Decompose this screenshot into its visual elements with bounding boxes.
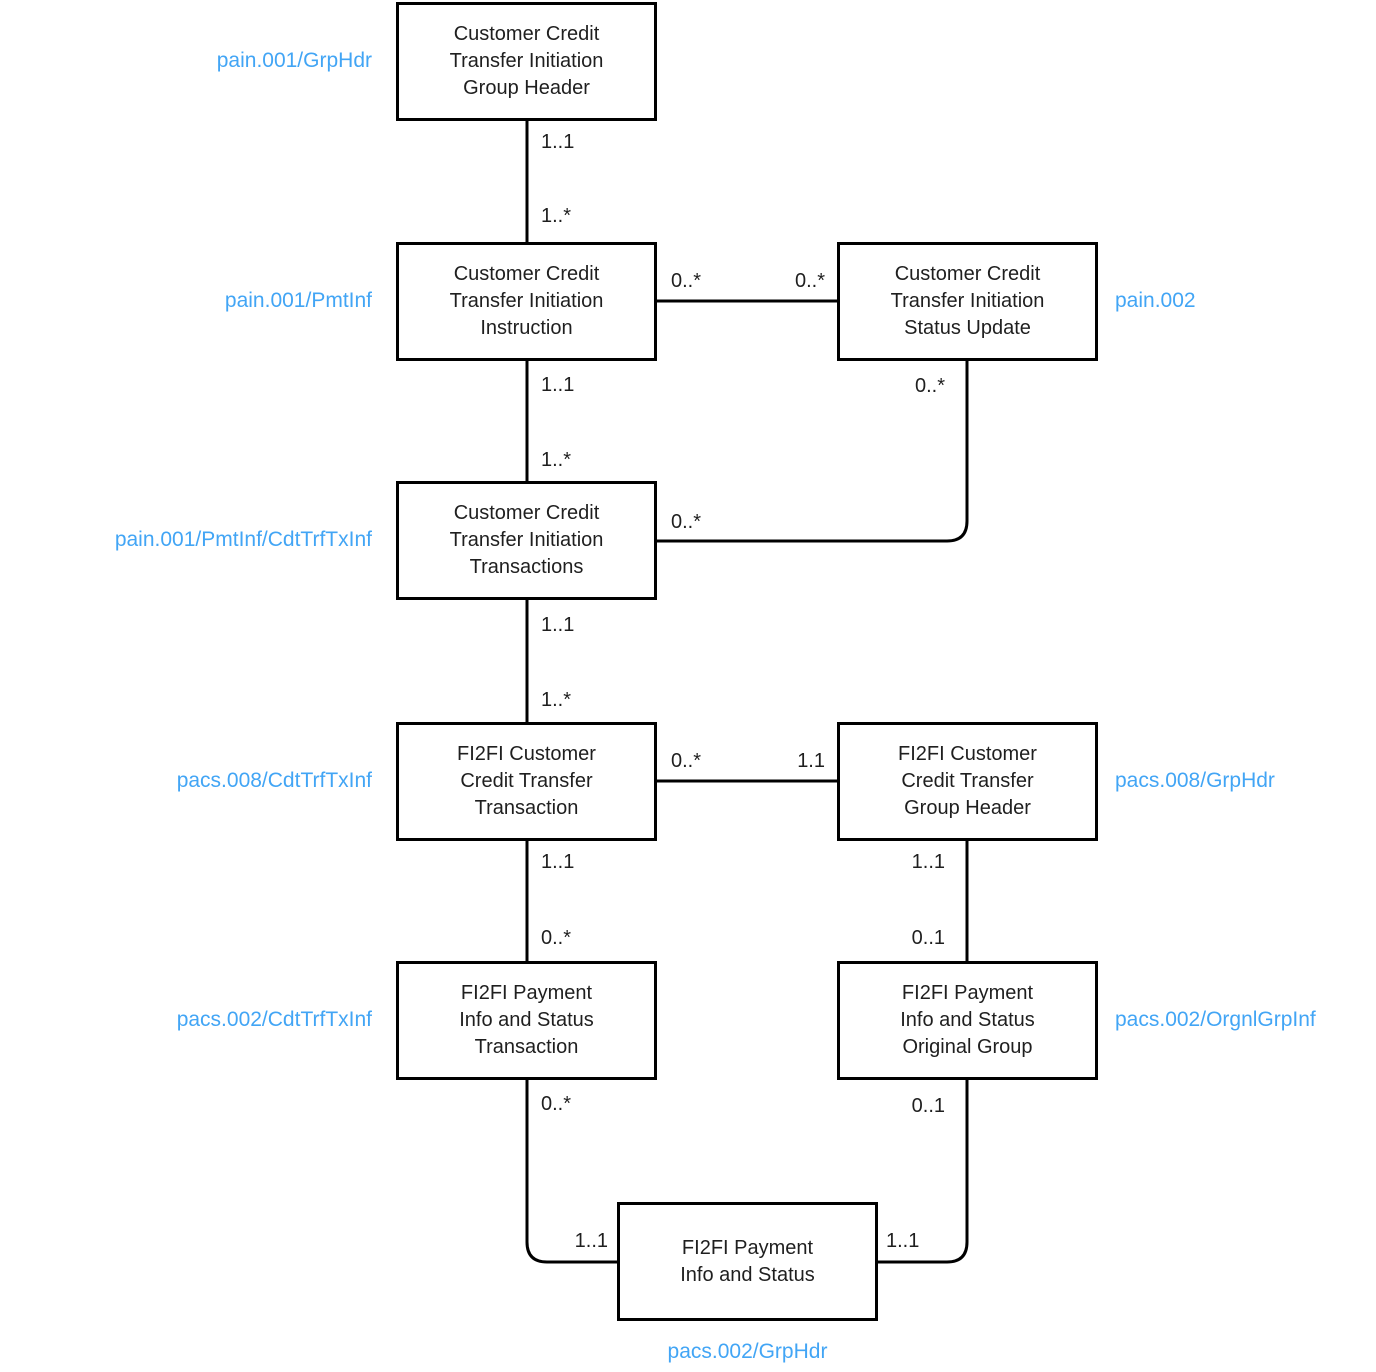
node-text-line: Info and Status [900, 1009, 1035, 1031]
cardinality-label: 0..* [914, 375, 945, 397]
node-text-line: Transaction [474, 1036, 579, 1058]
node-pacs002-grphdr: FI2FI Payment Info and Status [617, 1202, 878, 1321]
cardinality-label: 1..1 [886, 1230, 920, 1252]
cardinality-label: 1..1 [911, 851, 945, 873]
cardinality-label: 0..* [541, 927, 572, 949]
node-text-line: Credit Transfer [460, 770, 593, 792]
cardinality-label: 0..1 [911, 1095, 945, 1117]
node-text-line: Status Update [904, 317, 1031, 339]
cardinality-label: 0..* [671, 750, 702, 772]
node-pain001-pmtinf: Customer Credit Transfer Initiation Inst… [396, 242, 657, 361]
cardinality-label: 0..1 [911, 927, 945, 949]
node-text-line: Original Group [902, 1036, 1033, 1058]
cardinality-label: 1..1 [541, 374, 575, 396]
node-text-line: FI2FI Customer [457, 743, 596, 765]
cardinality-label: 0..* [671, 511, 702, 533]
node-text-line: FI2FI Payment [901, 982, 1034, 1004]
node-pacs008-grphdr: FI2FI Customer Credit Transfer Group Hea… [837, 722, 1098, 841]
node-text-line: Info and Status [459, 1009, 594, 1031]
node-text-line: Transfer Initiation [890, 290, 1045, 312]
cardinality-label: 1..1 [541, 614, 575, 636]
node-text-line: Transaction [474, 797, 579, 819]
tag-pacs002-orgnlgrpinf: pacs.002/OrgnlGrpInf [1115, 1008, 1316, 1031]
node-text-line: Transfer Initiation [449, 529, 604, 551]
node-text-line: Transfer Initiation [449, 290, 604, 312]
node-pacs008-transaction: FI2FI Customer Credit Transfer Transacti… [396, 722, 657, 841]
node-pacs002-orgnlgrp: FI2FI Payment Info and Status Original G… [837, 961, 1098, 1080]
node-text-line: FI2FI Payment [460, 982, 593, 1004]
cardinality-label: 1.1 [797, 750, 825, 772]
tag-pain001-grphdr: pain.001/GrpHdr [216, 49, 372, 72]
tag-pacs008-cdttrftxinf: pacs.008/CdtTrfTxInf [176, 769, 372, 792]
edge-statusupdate-to-transactions-line [657, 361, 969, 543]
node-pacs002-transaction: FI2FI Payment Info and Status Transactio… [396, 961, 657, 1080]
edge-orgnlgrp-to-pmtstatus-line [877, 1080, 969, 1264]
cardinality-label: 1..1 [574, 1230, 608, 1252]
cardinality-label: 1..* [541, 449, 572, 471]
node-pain001-grphdr: Customer Credit Transfer Initiation Grou… [396, 2, 657, 121]
node-text-line: Info and Status [680, 1263, 815, 1286]
node-text-line: FI2FI Payment [681, 1236, 814, 1259]
node-text-line: Credit Transfer [901, 770, 1034, 792]
tag-pain002: pain.002 [1115, 289, 1196, 312]
cardinality-label: 0..* [541, 1093, 572, 1115]
cardinality-label: 0..* [671, 270, 702, 292]
node-pain002-status-update: Customer Credit Transfer Initiation Stat… [837, 242, 1098, 361]
node-text-line: Instruction [480, 317, 573, 339]
node-text-line: FI2FI Customer [898, 743, 1037, 765]
cardinality-label: 1..1 [541, 131, 575, 153]
tag-pacs002-grphdr: pacs.002/GrpHdr [667, 1340, 828, 1363]
node-text-line: Customer Credit [453, 23, 600, 45]
cardinality-label: 1..* [541, 205, 572, 227]
node-text-line: Transfer Initiation [449, 50, 604, 72]
node-text-line: Group Header [904, 797, 1031, 819]
cardinality-label: 0..* [794, 270, 825, 292]
node-pain001-transactions: Customer Credit Transfer Initiation Tran… [396, 481, 657, 600]
node-text-line: Transactions [469, 556, 584, 578]
tag-pacs002-cdttrftxinf: pacs.002/CdtTrfTxInf [176, 1008, 372, 1031]
edge-pmtstatus-tx-to-pmtstatus-line [525, 1080, 617, 1264]
cardinality-label: 1..1 [541, 851, 575, 873]
cardinality-label: 1..* [541, 689, 572, 711]
tag-pain001-pmtinf: pain.001/PmtInf [224, 289, 372, 312]
tag-pain001-cdttrftxinf: pain.001/PmtInf/CdtTrfTxInf [114, 528, 372, 551]
node-text-line: Group Header [463, 77, 590, 99]
node-text-line: Customer Credit [894, 263, 1041, 285]
node-text-line: Customer Credit [453, 502, 600, 524]
node-text-line: Customer Credit [453, 263, 600, 285]
tag-pacs008-grphdr: pacs.008/GrpHdr [1115, 769, 1275, 792]
